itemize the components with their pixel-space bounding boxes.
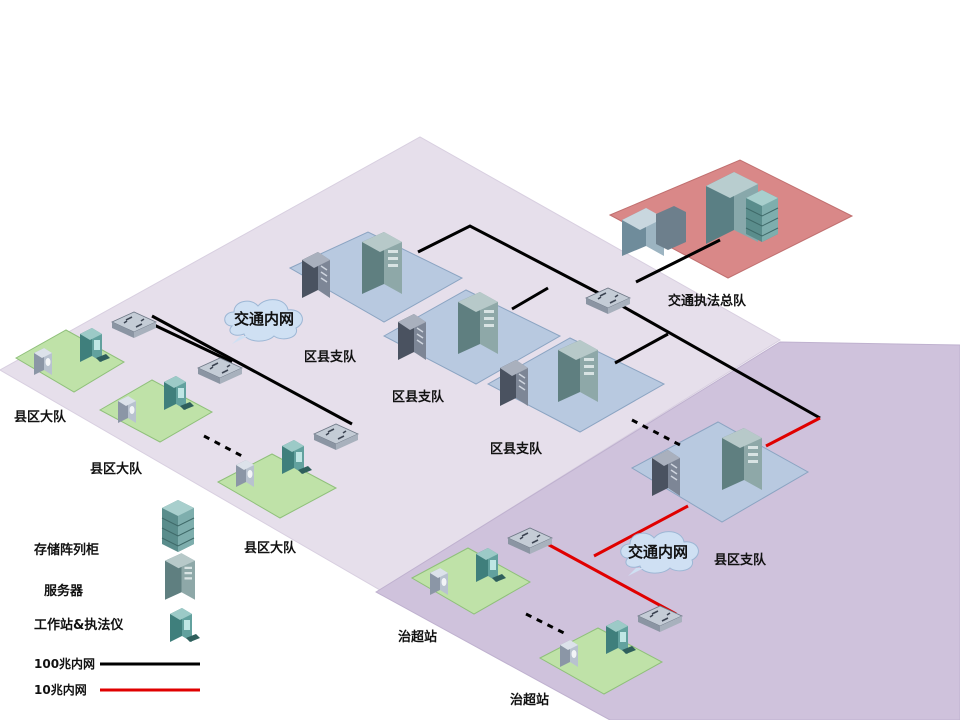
district-1-server-icon (362, 232, 402, 294)
building-icon (622, 206, 686, 256)
net100-links (151, 224, 821, 426)
net10-links (539, 416, 821, 616)
county-team-2-label: 县区大队 (90, 462, 143, 477)
legend-net100-label: 100兆内网 (34, 657, 96, 671)
hq-storage-icon (745, 189, 779, 243)
district-2-server-icon (458, 292, 498, 354)
cloud-lower-label: 交通内网 (628, 543, 689, 561)
hq-label: 交通执法总队 (668, 294, 747, 309)
net100-dashes (203, 418, 683, 636)
district-1-label: 区县支队 (304, 350, 357, 365)
county-team-1-label: 县区大队 (14, 410, 67, 425)
county-branch-pad (630, 421, 810, 523)
upper-region (0, 136, 781, 591)
county-branch-label: 县区支队 (714, 553, 767, 568)
legend-net10-label: 10兆内网 (34, 683, 87, 697)
station-pad-1 (410, 547, 532, 615)
county-team-3-label: 县区大队 (244, 541, 297, 556)
legend-server-icon (165, 553, 195, 600)
legend-storage-icon (161, 499, 195, 553)
district-2-label: 区县支队 (392, 390, 445, 405)
legend-workstation-label: 工作站&执法仪 (34, 618, 124, 633)
station-2-label: 治超站 (510, 693, 550, 708)
district-3-label: 区县支队 (490, 442, 543, 457)
station-1-label: 治超站 (398, 630, 438, 645)
legend-storage-label: 存储阵列柜 (34, 543, 100, 558)
team-pad-1 (14, 329, 126, 393)
cloud-upper-label: 交通内网 (234, 310, 295, 328)
county-branch-server-icon (722, 428, 762, 490)
legend-workstation-icon (170, 608, 200, 642)
district-3-server-icon (558, 340, 598, 402)
legend-server-label: 服务器 (44, 584, 84, 599)
team-pad-2 (98, 379, 214, 443)
lower-region (375, 341, 960, 720)
